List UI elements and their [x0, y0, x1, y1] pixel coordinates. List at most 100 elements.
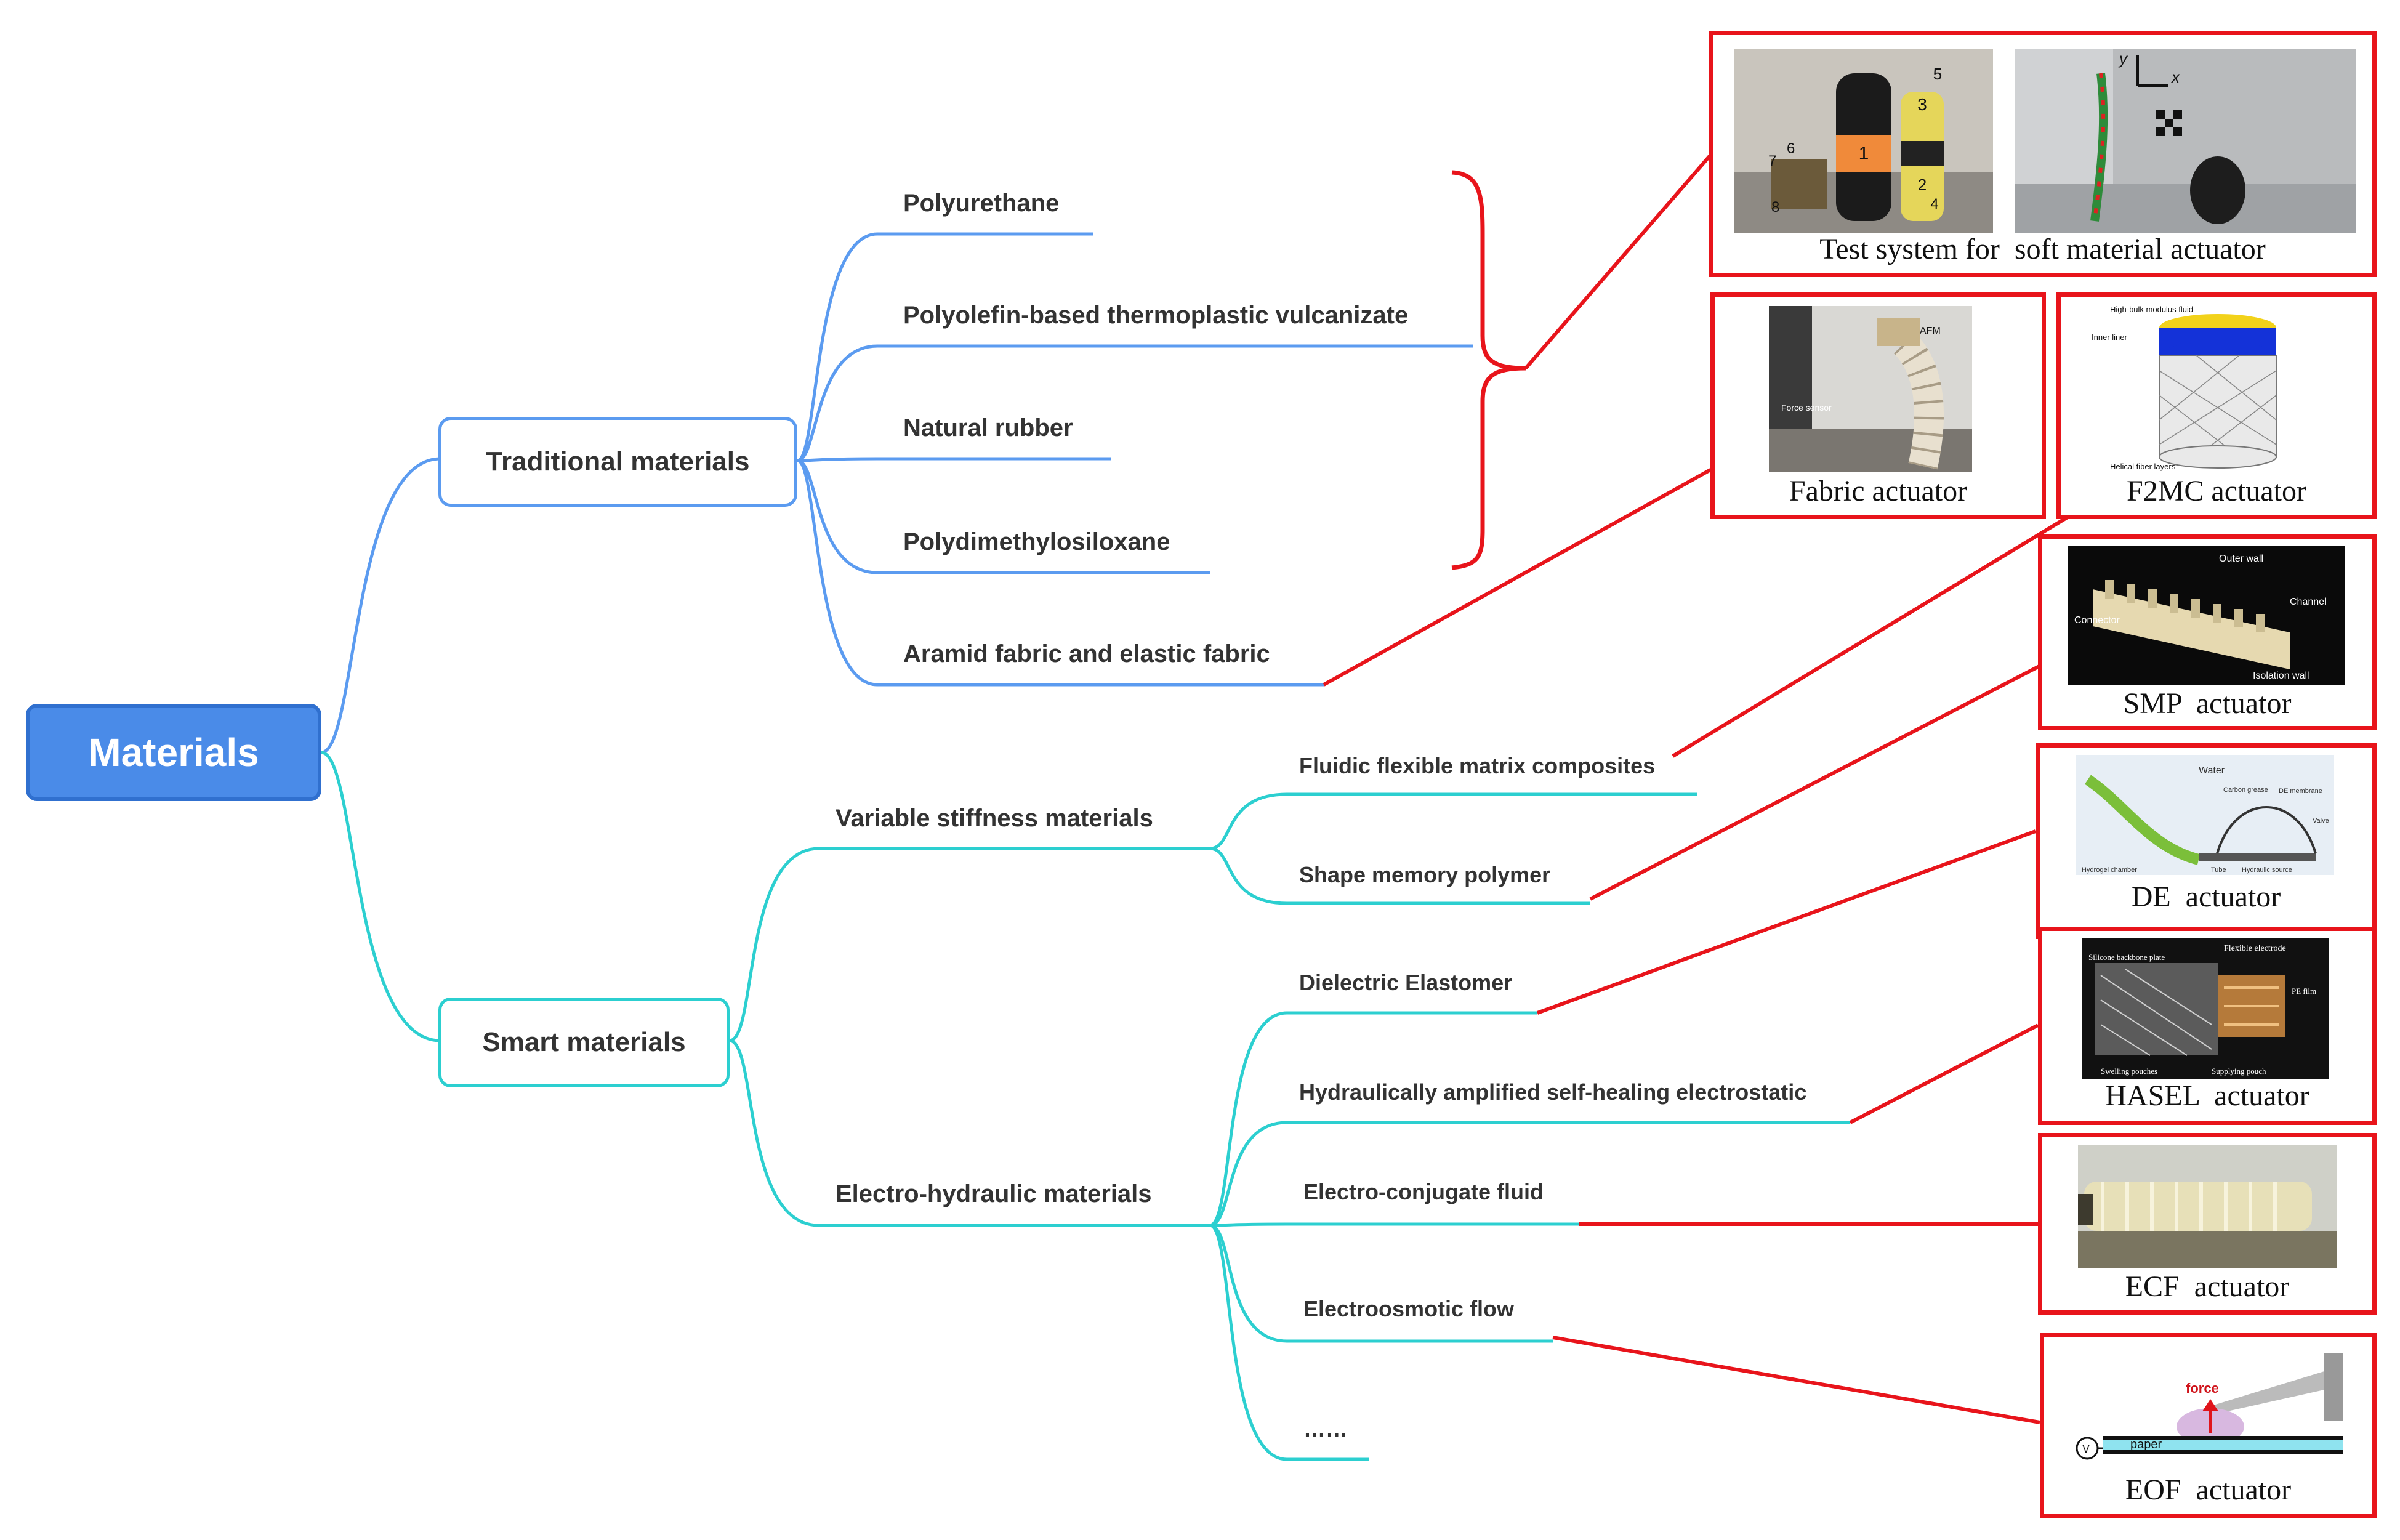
item-electro-conjugate-fluid[interactable]: Electro-conjugate fluid [1303, 1179, 1544, 1204]
caption-de-actuator: DE actuator [2131, 881, 2281, 913]
de-diagram: Water Carbon grease DE membrane Hydrogel… [2076, 755, 2334, 875]
item-ellipsis: …… [1303, 1416, 1348, 1441]
branch-electro-hydraulic [729, 1039, 1210, 1227]
panel-ecf-actuator: ECF actuator [2038, 1133, 2377, 1315]
fabric-actuator-photo: AFM Force sensor [1769, 306, 1972, 472]
caption-eof-actuator: EOF actuator [2125, 1473, 2292, 1506]
traditional-materials-node[interactable]: Traditional materials [438, 417, 797, 507]
item-ffmc[interactable]: Fluidic flexible matrix composites [1299, 753, 1656, 778]
axis-y: y [2118, 49, 2128, 68]
branch-hasel [1209, 1121, 1850, 1227]
branch-variable-stiffness [729, 847, 1210, 1042]
smart-materials-label: Smart materials [482, 1027, 686, 1057]
label-paper: paper [2130, 1438, 2162, 1451]
panel-hasel-actuator: Flexible electrode Silicone backbone pla… [2038, 927, 2377, 1125]
ecf-photo [2078, 1145, 2337, 1268]
label-6: 6 [1787, 140, 1795, 157]
label-hydraulic-source: Hydraulic source [2242, 866, 2292, 874]
axis-x: x [2170, 68, 2180, 86]
item-polyurethane[interactable]: Polyurethane [903, 190, 1060, 217]
label-outer-wall: Outer wall [2219, 554, 2263, 564]
item-hasel[interactable]: Hydraulically amplified self-healing ele… [1299, 1079, 1807, 1105]
label-de-membrane: DE membrane [2279, 788, 2322, 795]
caption-f2mc-actuator: F2MC actuator [2127, 475, 2306, 507]
label-water: Water [2199, 765, 2225, 776]
item-aramid-fabric[interactable]: Aramid fabric and elastic fabric [903, 640, 1270, 667]
smart-materials-node[interactable]: Smart materials [438, 998, 730, 1087]
label-7: 7 [1768, 153, 1776, 169]
item-electroosmotic-flow[interactable]: Electroosmotic flow [1303, 1296, 1515, 1321]
label-channel: Channel [2290, 597, 2327, 607]
label-valve: Valve [2313, 817, 2329, 824]
branch-polyolefin [797, 344, 1473, 462]
variable-stiffness-label[interactable]: Variable stiffness materials [836, 805, 1153, 832]
connector-hasel [1849, 1023, 2039, 1124]
label-flexible-electrode: Flexible electrode [2224, 944, 2286, 953]
label-afm: AFM [1920, 326, 1941, 336]
label-carbon-grease: Carbon grease [2223, 786, 2268, 794]
branch-more [1209, 1224, 1369, 1461]
smp-photo: Outer wall Channel Connector Isolation w… [2068, 546, 2345, 685]
caption-hasel-actuator: HASEL actuator [2105, 1079, 2309, 1112]
label-supplying-pouch: Supplying pouch [2212, 1066, 2266, 1076]
label-4: 4 [1930, 196, 1938, 212]
branch-eof [1209, 1224, 1553, 1343]
branch-ffmc [1209, 792, 1697, 850]
branch-natural-rubber [797, 457, 1111, 462]
branch-polyurethane [797, 232, 1093, 462]
hasel-photo: Flexible electrode Silicone backbone pla… [2082, 938, 2329, 1079]
label-5: 5 [1933, 65, 1942, 83]
label-connector: Connector [2074, 615, 2120, 626]
item-polyolefin-tpv[interactable]: Polyolefin-based thermoplastic vulcaniza… [903, 302, 1409, 329]
branch-ecf [1209, 1222, 1579, 1227]
label-tube: Tube [2211, 866, 2226, 874]
panel-test-system: 1 3 2 4 5 6 7 8 y [1709, 31, 2377, 277]
label-2: 2 [1918, 175, 1927, 194]
panel-f2mc-actuator: High-bulk modulus fluid Inner liner Heli… [2056, 292, 2377, 519]
panel-fabric-actuator: AFM Force sensor Fabric actuator [1710, 292, 2046, 519]
label-3: 3 [1917, 95, 1927, 114]
f2mc-diagram: High-bulk modulus fluid Inner liner Heli… [2085, 303, 2344, 472]
root-node[interactable]: Materials [26, 704, 321, 801]
panel-smp-actuator: Outer wall Channel Connector Isolation w… [2038, 534, 2377, 730]
label-silicone-backbone: Silicone backbone plate [2088, 953, 2165, 962]
connector-de [1536, 829, 2037, 1015]
caption-ecf-actuator: ECF actuator [2125, 1270, 2290, 1303]
branch-de [1209, 1011, 1537, 1227]
label-inner-liner: Inner liner [2092, 333, 2127, 342]
test-system-photo-right: y x [2015, 49, 2356, 233]
branch-aramid [797, 459, 1324, 687]
eof-diagram: force paper V [2066, 1347, 2355, 1476]
branch-root-smart [321, 751, 441, 1042]
label-force-sensor: Force sensor [1781, 403, 1832, 413]
branch-root-traditional [321, 457, 441, 754]
item-shape-memory-polymer[interactable]: Shape memory polymer [1299, 862, 1551, 887]
branch-smp [1209, 847, 1590, 905]
caption-smp-actuator: SMP actuator [2123, 687, 2292, 720]
connector-f2mc [1672, 515, 2069, 758]
connector-fabric [1323, 468, 1712, 687]
caption-test-system: Test system for soft material actuator [1819, 233, 2266, 265]
label-hydrogel: Hydrogel chamber [2082, 866, 2137, 874]
panel-eof-actuator: force paper V EOF actuator [2040, 1333, 2377, 1518]
test-system-photo-left: 1 3 2 4 5 6 7 8 [1734, 49, 1993, 233]
item-dielectric-elastomer[interactable]: Dielectric Elastomer [1299, 970, 1513, 995]
panel-de-actuator: Water Carbon grease DE membrane Hydrogel… [2036, 743, 2377, 939]
traditional-materials-label: Traditional materials [486, 446, 750, 477]
label-1: 1 [1859, 143, 1869, 164]
root-label: Materials [88, 730, 259, 775]
label-helical: Helical fiber layers [2110, 462, 2176, 471]
connector-smp [1589, 664, 2040, 901]
item-pdms[interactable]: Polydimethylosiloxane [903, 528, 1170, 555]
label-fluid: High-bulk modulus fluid [2110, 305, 2193, 314]
electro-hydraulic-label[interactable]: Electro-hydraulic materials [836, 1180, 1152, 1207]
connector-eof [1552, 1336, 2040, 1424]
label-pe-film: PE film [2292, 986, 2316, 996]
branch-pdms [797, 459, 1210, 574]
label-force: force [2186, 1381, 2219, 1396]
caption-fabric-actuator: Fabric actuator [1789, 475, 1968, 507]
label-8: 8 [1771, 199, 1779, 216]
item-natural-rubber[interactable]: Natural rubber [903, 414, 1073, 441]
